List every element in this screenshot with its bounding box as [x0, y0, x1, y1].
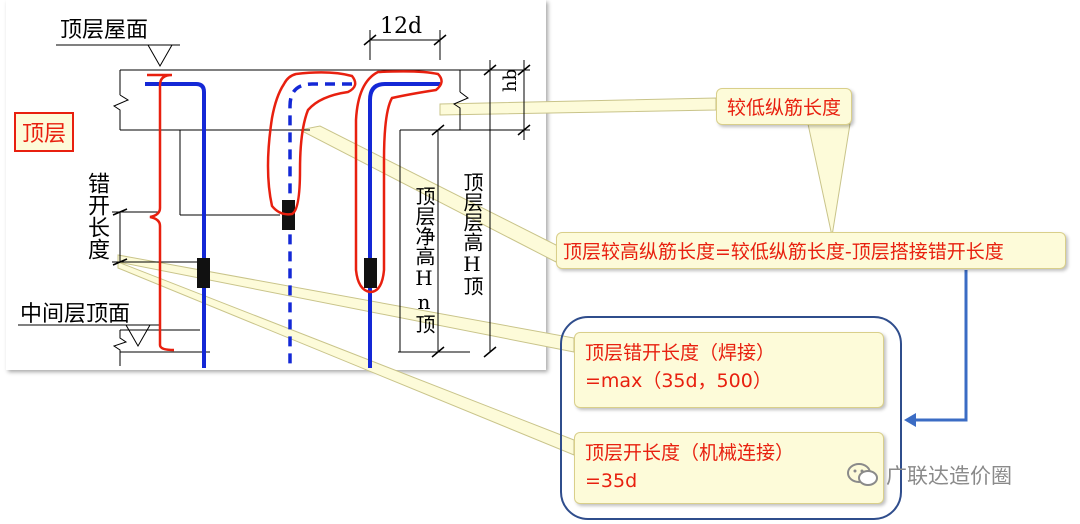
- pointer-welded-wedge: [117, 254, 575, 353]
- welded-line-1: 顶层错开长度（焊接）: [585, 342, 776, 364]
- rebar-left: [145, 82, 206, 368]
- right-bar-highlight: [354, 70, 443, 294]
- watermark-text: 广联达造价圈: [886, 464, 1012, 488]
- pointer-lower-bar-wedge: [807, 123, 851, 237]
- wechat-icon: [847, 463, 878, 486]
- middle-floor-top-label: 中间层顶面: [20, 302, 131, 327]
- watermark: 广联达造价圈: [846, 460, 1012, 490]
- stagger-length-label: 错开长度: [84, 172, 109, 260]
- top-floor-brace: [147, 73, 175, 352]
- pointer-mechanical-wedge: [117, 261, 575, 456]
- callout-lower-bar-length: 较低纵筋长度: [716, 88, 853, 125]
- dimension-12d: 12d: [380, 14, 423, 39]
- structural-drawing: [6, 0, 546, 370]
- mechanical-line-2: =35d: [585, 470, 638, 492]
- mechanical-line-1: 顶层开长度（机械连接）: [585, 442, 795, 464]
- dashed-bar-highlight: [266, 71, 357, 216]
- top-floor-label: 顶层: [14, 112, 75, 152]
- top-floor-clear-height-label: 顶层净高Hn顶: [412, 186, 436, 334]
- flow-arrow: [912, 270, 968, 422]
- top-floor-roof-label: 顶层屋面: [60, 18, 149, 43]
- callout-formula: 顶层较高纵筋长度=较低纵筋长度-顶层搭接错开长度: [556, 232, 1066, 269]
- top-floor-height-label: 顶层层高H顶: [460, 172, 484, 296]
- rebar-dashed: [288, 82, 352, 368]
- hb-label: hb: [500, 68, 521, 92]
- pointer-hb-wedge: [439, 97, 717, 116]
- rebar-right: [368, 82, 440, 368]
- callout-mechanical: 顶层开长度（机械连接） =35d: [574, 432, 884, 504]
- callout-welded: 顶层错开长度（焊接） =max（35d，500）: [574, 332, 884, 408]
- welded-line-2: =max（35d，500）: [585, 370, 772, 392]
- connection-group-box: [560, 316, 902, 520]
